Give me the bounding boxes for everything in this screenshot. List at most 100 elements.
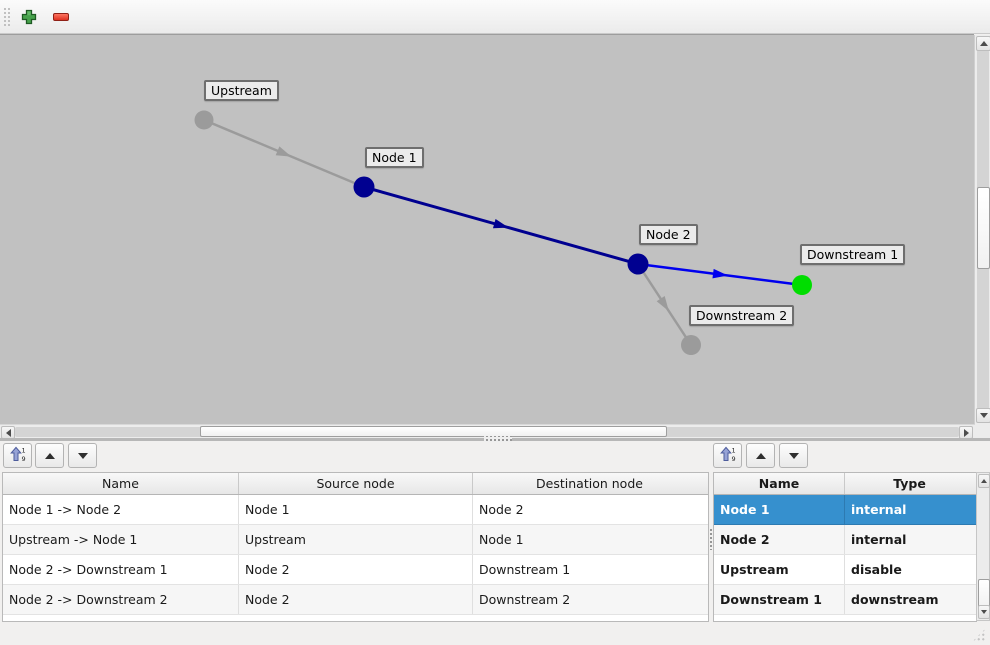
minus-icon xyxy=(52,13,70,29)
node-label-node1[interactable]: Node 1 xyxy=(365,147,424,168)
add-node-button[interactable] xyxy=(20,8,38,26)
svg-text:1: 1 xyxy=(21,446,25,454)
edge-arrowhead-icon xyxy=(712,268,728,279)
nodes-table-cell[interactable]: Downstream 1 xyxy=(714,585,845,614)
nodes-table-column-header[interactable]: Type xyxy=(893,476,926,491)
arrow-right-icon xyxy=(963,428,969,437)
graph-edge-node2-downstream1[interactable] xyxy=(637,262,803,287)
graph-node-upstream[interactable] xyxy=(194,110,214,130)
edges-table-empty-row xyxy=(3,615,708,621)
graph-node-downstream1[interactable] xyxy=(792,275,812,295)
nodes-table-cell[interactable]: downstream xyxy=(851,592,939,607)
edges-table-cell[interactable]: Node 2 -> Downstream 2 xyxy=(3,585,239,614)
window-resize-grip[interactable] xyxy=(972,628,986,642)
edges-table-cell[interactable]: Node 1 xyxy=(479,532,524,547)
edges-move-down-button[interactable] xyxy=(68,443,97,468)
arrow-left-icon xyxy=(5,428,11,437)
graph-svg xyxy=(194,110,812,355)
edges-table-cell[interactable]: Downstream 1 xyxy=(479,562,571,577)
edge-arrowhead-icon xyxy=(275,146,292,157)
graph-node-node2[interactable] xyxy=(627,253,649,275)
node-label-downstream2[interactable]: Downstream 2 xyxy=(689,305,795,326)
sort-ascending-icon: 1 9 xyxy=(9,446,26,465)
scroll-up-button[interactable] xyxy=(978,474,990,488)
triangle-down-icon xyxy=(788,452,799,459)
nodes-table-cell[interactable]: Node 2 xyxy=(714,525,845,554)
plus-icon xyxy=(20,9,38,29)
edges-table-column-header[interactable]: Destination node xyxy=(536,476,643,491)
edges-table-column-header[interactable]: Source node xyxy=(239,473,473,494)
edges-table-cell[interactable]: Node 2 -> Downstream 1 xyxy=(3,555,239,584)
nodes-table-cell[interactable]: internal xyxy=(851,532,907,547)
nodes-table-row[interactable]: Node 1 internal xyxy=(714,495,976,525)
scrollbar-thumb[interactable] xyxy=(978,579,990,608)
nodes-table-row[interactable]: Node 2 internal xyxy=(714,525,976,555)
graph-node-downstream2[interactable] xyxy=(681,335,701,355)
scroll-up-button[interactable] xyxy=(976,36,990,51)
nodes-table-scrollbar[interactable] xyxy=(976,472,990,621)
node-label-upstream[interactable]: Upstream xyxy=(204,80,279,101)
arrow-up-icon xyxy=(979,41,988,46)
arrow-down-icon xyxy=(979,413,988,418)
scroll-down-button[interactable] xyxy=(976,408,990,423)
nodes-table-cell[interactable]: internal xyxy=(851,502,907,517)
edges-move-up-button[interactable] xyxy=(35,443,64,468)
nodes-table-cell[interactable]: Upstream xyxy=(714,555,845,584)
remove-node-button[interactable] xyxy=(52,8,70,26)
node-label-downstream1[interactable]: Downstream 1 xyxy=(800,244,906,265)
node-label-node2[interactable]: Node 2 xyxy=(639,224,698,245)
arrow-down-icon xyxy=(981,610,987,614)
triangle-up-icon xyxy=(44,452,55,459)
edges-table-column-header[interactable]: Name xyxy=(3,473,239,494)
svg-text:9: 9 xyxy=(731,455,735,462)
graph-edge-upstream-node1[interactable] xyxy=(203,118,365,189)
edges-table-cell[interactable]: Upstream -> Node 1 xyxy=(3,525,239,554)
toolbar-grip-handle[interactable] xyxy=(3,7,11,28)
edges-table-cell[interactable]: Node 1 -> Node 2 xyxy=(3,495,239,524)
splitter-grip-handle[interactable] xyxy=(484,436,512,442)
edges-sort-button[interactable]: 1 9 xyxy=(3,443,32,468)
scroll-down-button[interactable] xyxy=(978,605,990,619)
svg-text:9: 9 xyxy=(21,455,25,462)
graph-edge-node2-downstream2[interactable] xyxy=(636,263,693,346)
arrow-up-icon xyxy=(981,479,987,483)
vertical-splitter-handle[interactable] xyxy=(708,527,713,550)
canvas-vertical-scrollbar[interactable] xyxy=(974,35,990,424)
triangle-up-icon xyxy=(755,452,766,459)
nodes-table-row[interactable]: Downstream 1 downstream xyxy=(714,585,976,615)
edge-arrowhead-icon xyxy=(656,296,669,312)
graph-edge-node1-node2[interactable] xyxy=(363,185,639,266)
edges-table-cell[interactable]: Downstream 2 xyxy=(479,592,571,607)
nodes-table-row[interactable]: Upstream disable xyxy=(714,555,976,585)
scrollbar-thumb[interactable] xyxy=(200,426,667,437)
nodes-table-cell[interactable]: Node 1 xyxy=(714,495,845,524)
edge-arrowhead-icon xyxy=(492,218,509,229)
graph-node-node1[interactable] xyxy=(353,176,375,198)
nodes-move-down-button[interactable] xyxy=(779,443,808,468)
svg-text:1: 1 xyxy=(731,446,735,454)
canvas-horizontal-scrollbar[interactable] xyxy=(0,424,975,439)
nodes-table-column-header[interactable]: Name xyxy=(714,473,845,494)
nodes-move-up-button[interactable] xyxy=(746,443,775,468)
nodes-table-empty-row xyxy=(714,615,976,621)
scrollbar-thumb[interactable] xyxy=(977,187,990,269)
edges-table-cell[interactable]: Node 1 xyxy=(239,495,473,524)
sort-ascending-icon: 1 9 xyxy=(719,446,736,465)
nodes-sort-button[interactable]: 1 9 xyxy=(713,443,742,468)
edges-table-cell[interactable]: Upstream xyxy=(239,525,473,554)
nodes-table-cell[interactable]: disable xyxy=(851,562,902,577)
edges-table-cell[interactable]: Node 2 xyxy=(239,555,473,584)
edges-table-cell[interactable]: Node 2 xyxy=(239,585,473,614)
edges-table-cell[interactable]: Node 2 xyxy=(479,502,524,517)
scrollbar-corner xyxy=(975,424,990,438)
triangle-down-icon xyxy=(77,452,88,459)
